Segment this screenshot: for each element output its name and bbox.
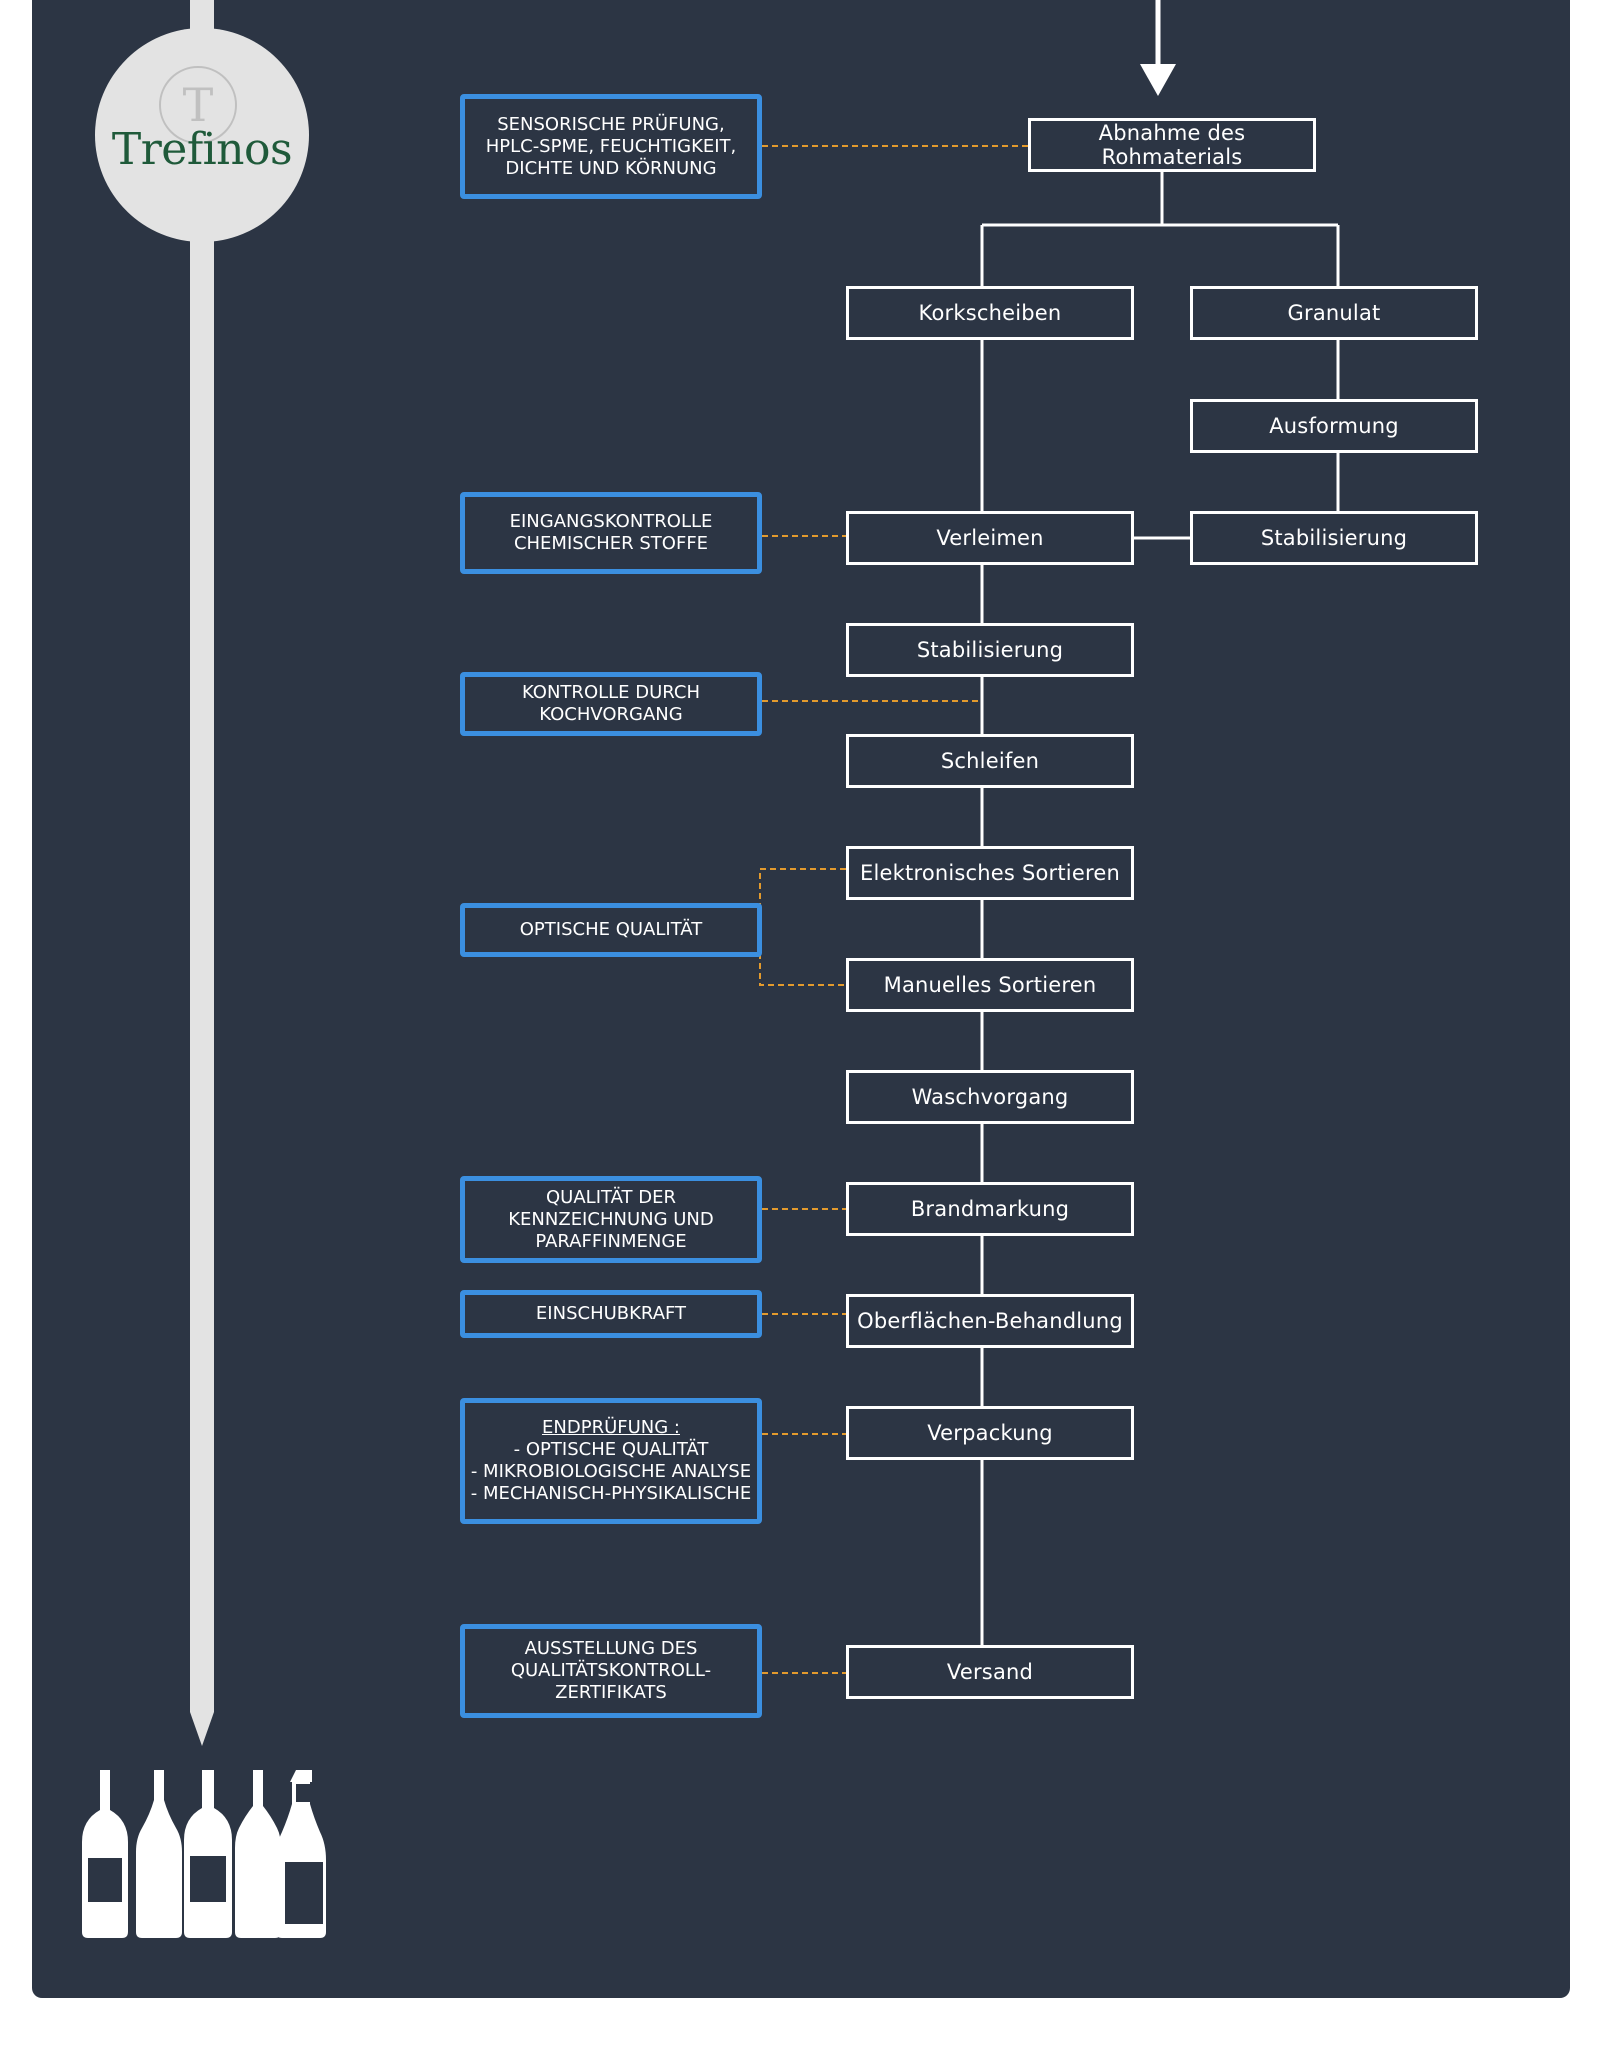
check-certificate-label: AUSSTELLUNG DES QUALITÄTSKONTROLL- ZERTI… bbox=[510, 1638, 712, 1703]
step-manual-sorting: Manuelles Sortieren bbox=[846, 958, 1134, 1012]
check-final-title: ENDPRÜFUNG : bbox=[542, 1417, 680, 1438]
check-insertion-force: EINSCHUBKRAFT bbox=[460, 1290, 762, 1338]
wine-bottle-icon bbox=[184, 1770, 232, 1938]
logo-wordmark: Trefinos bbox=[111, 124, 293, 175]
wine-bottle-icon bbox=[82, 1770, 128, 1938]
step-grinding: Schleifen bbox=[846, 734, 1134, 788]
check-incoming-chemicals: EINGANGSKONTROLLE CHEMISCHER STOFFE bbox=[460, 492, 762, 574]
wine-bottle-icon bbox=[235, 1770, 281, 1938]
check-final-item: - OPTISCHE QUALITÄT bbox=[513, 1439, 709, 1460]
check-boiling-label: KONTROLLE DURCH KOCHVORGANG bbox=[521, 682, 701, 725]
check-final-item: - MIKROBIOLOGISCHE ANALYSE bbox=[470, 1461, 752, 1482]
champagne-bottle-icon bbox=[276, 1770, 326, 1938]
step-gluing: Verleimen bbox=[846, 511, 1134, 565]
step-cork-discs: Korkscheiben bbox=[846, 286, 1134, 340]
check-marking-label: QUALITÄT DER KENNZEICHNUNG UND PARAFFINM… bbox=[508, 1186, 714, 1252]
check-marking: QUALITÄT DER KENNZEICHNUNG UND PARAFFINM… bbox=[460, 1176, 762, 1263]
step-electronic-sorting: Elektronisches Sortieren bbox=[846, 846, 1134, 900]
check-optical: OPTISCHE QUALITÄT bbox=[460, 903, 762, 957]
step-raw-material: Abnahme des Rohmaterials bbox=[1028, 118, 1316, 172]
check-insertion-force-label: EINSCHUBKRAFT bbox=[535, 1303, 687, 1324]
step-stabilization-right: Stabilisierung bbox=[1190, 511, 1478, 565]
trefinos-logo: T Trefinos bbox=[95, 28, 309, 242]
step-surface-treatment: Oberflächen-Behandlung bbox=[846, 1294, 1134, 1348]
step-washing: Waschvorgang bbox=[846, 1070, 1134, 1124]
step-branding: Brandmarkung bbox=[846, 1182, 1134, 1236]
down-arrow-icon bbox=[1140, 64, 1176, 96]
bottles-illustration bbox=[82, 1770, 326, 1938]
logo-monogram: T bbox=[159, 66, 237, 144]
check-final: ENDPRÜFUNG : - OPTISCHE QUALITÄT - MIKRO… bbox=[460, 1398, 762, 1524]
check-optical-label: OPTISCHE QUALITÄT bbox=[519, 919, 703, 940]
check-incoming-chemicals-label: EINGANGSKONTROLLE CHEMISCHER STOFFE bbox=[509, 511, 713, 554]
wine-bottle-icon bbox=[136, 1770, 182, 1938]
check-certificate: AUSSTELLUNG DES QUALITÄTSKONTROLL- ZERTI… bbox=[460, 1624, 762, 1718]
step-stabilization: Stabilisierung bbox=[846, 623, 1134, 677]
step-shaping: Ausformung bbox=[1190, 399, 1478, 453]
timeline-bar bbox=[190, 0, 214, 1712]
check-sensory: SENSORISCHE PRÜFUNG, HPLC-SPME, FEUCHTIG… bbox=[460, 94, 762, 199]
step-granulate: Granulat bbox=[1190, 286, 1478, 340]
check-boiling: KONTROLLE DURCH KOCHVORGANG bbox=[460, 672, 762, 736]
check-sensory-label: SENSORISCHE PRÜFUNG, HPLC-SPME, FEUCHTIG… bbox=[485, 113, 737, 179]
step-shipping: Versand bbox=[846, 1645, 1134, 1699]
step-packaging: Verpackung bbox=[846, 1406, 1134, 1460]
check-final-item: - MECHANISCH-PHYSIKALISCHE bbox=[470, 1483, 752, 1504]
timeline-arrow-icon bbox=[190, 1712, 214, 1746]
